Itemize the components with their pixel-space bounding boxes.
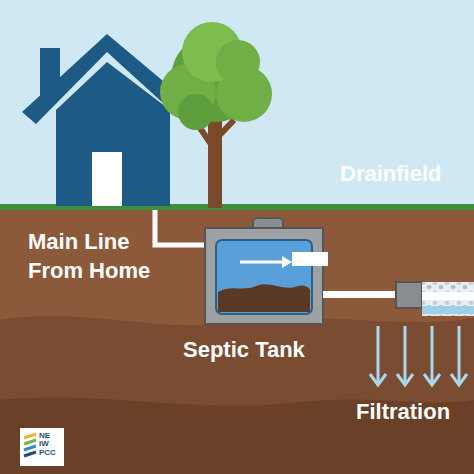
subsoil [0,316,474,474]
logo-text: NE IW PCC [39,432,59,457]
drainfield-label: Drainfield [340,160,441,189]
main-line-label: Main Line From Home [28,228,168,285]
logo [20,428,64,466]
filtration-arrows [370,326,467,385]
deep-soil [0,398,474,474]
tree [160,22,272,208]
filtration-label: Filtration [356,398,450,427]
house [22,34,200,206]
outlet-pipe [323,291,397,298]
main-line-pipe [155,210,210,245]
drainfield-trench [422,282,474,316]
septic-tank-label: Septic Tank [183,336,305,365]
sky [0,0,474,210]
distribution-box [396,282,422,308]
topsoil [0,210,474,474]
septic-tank [205,218,328,324]
